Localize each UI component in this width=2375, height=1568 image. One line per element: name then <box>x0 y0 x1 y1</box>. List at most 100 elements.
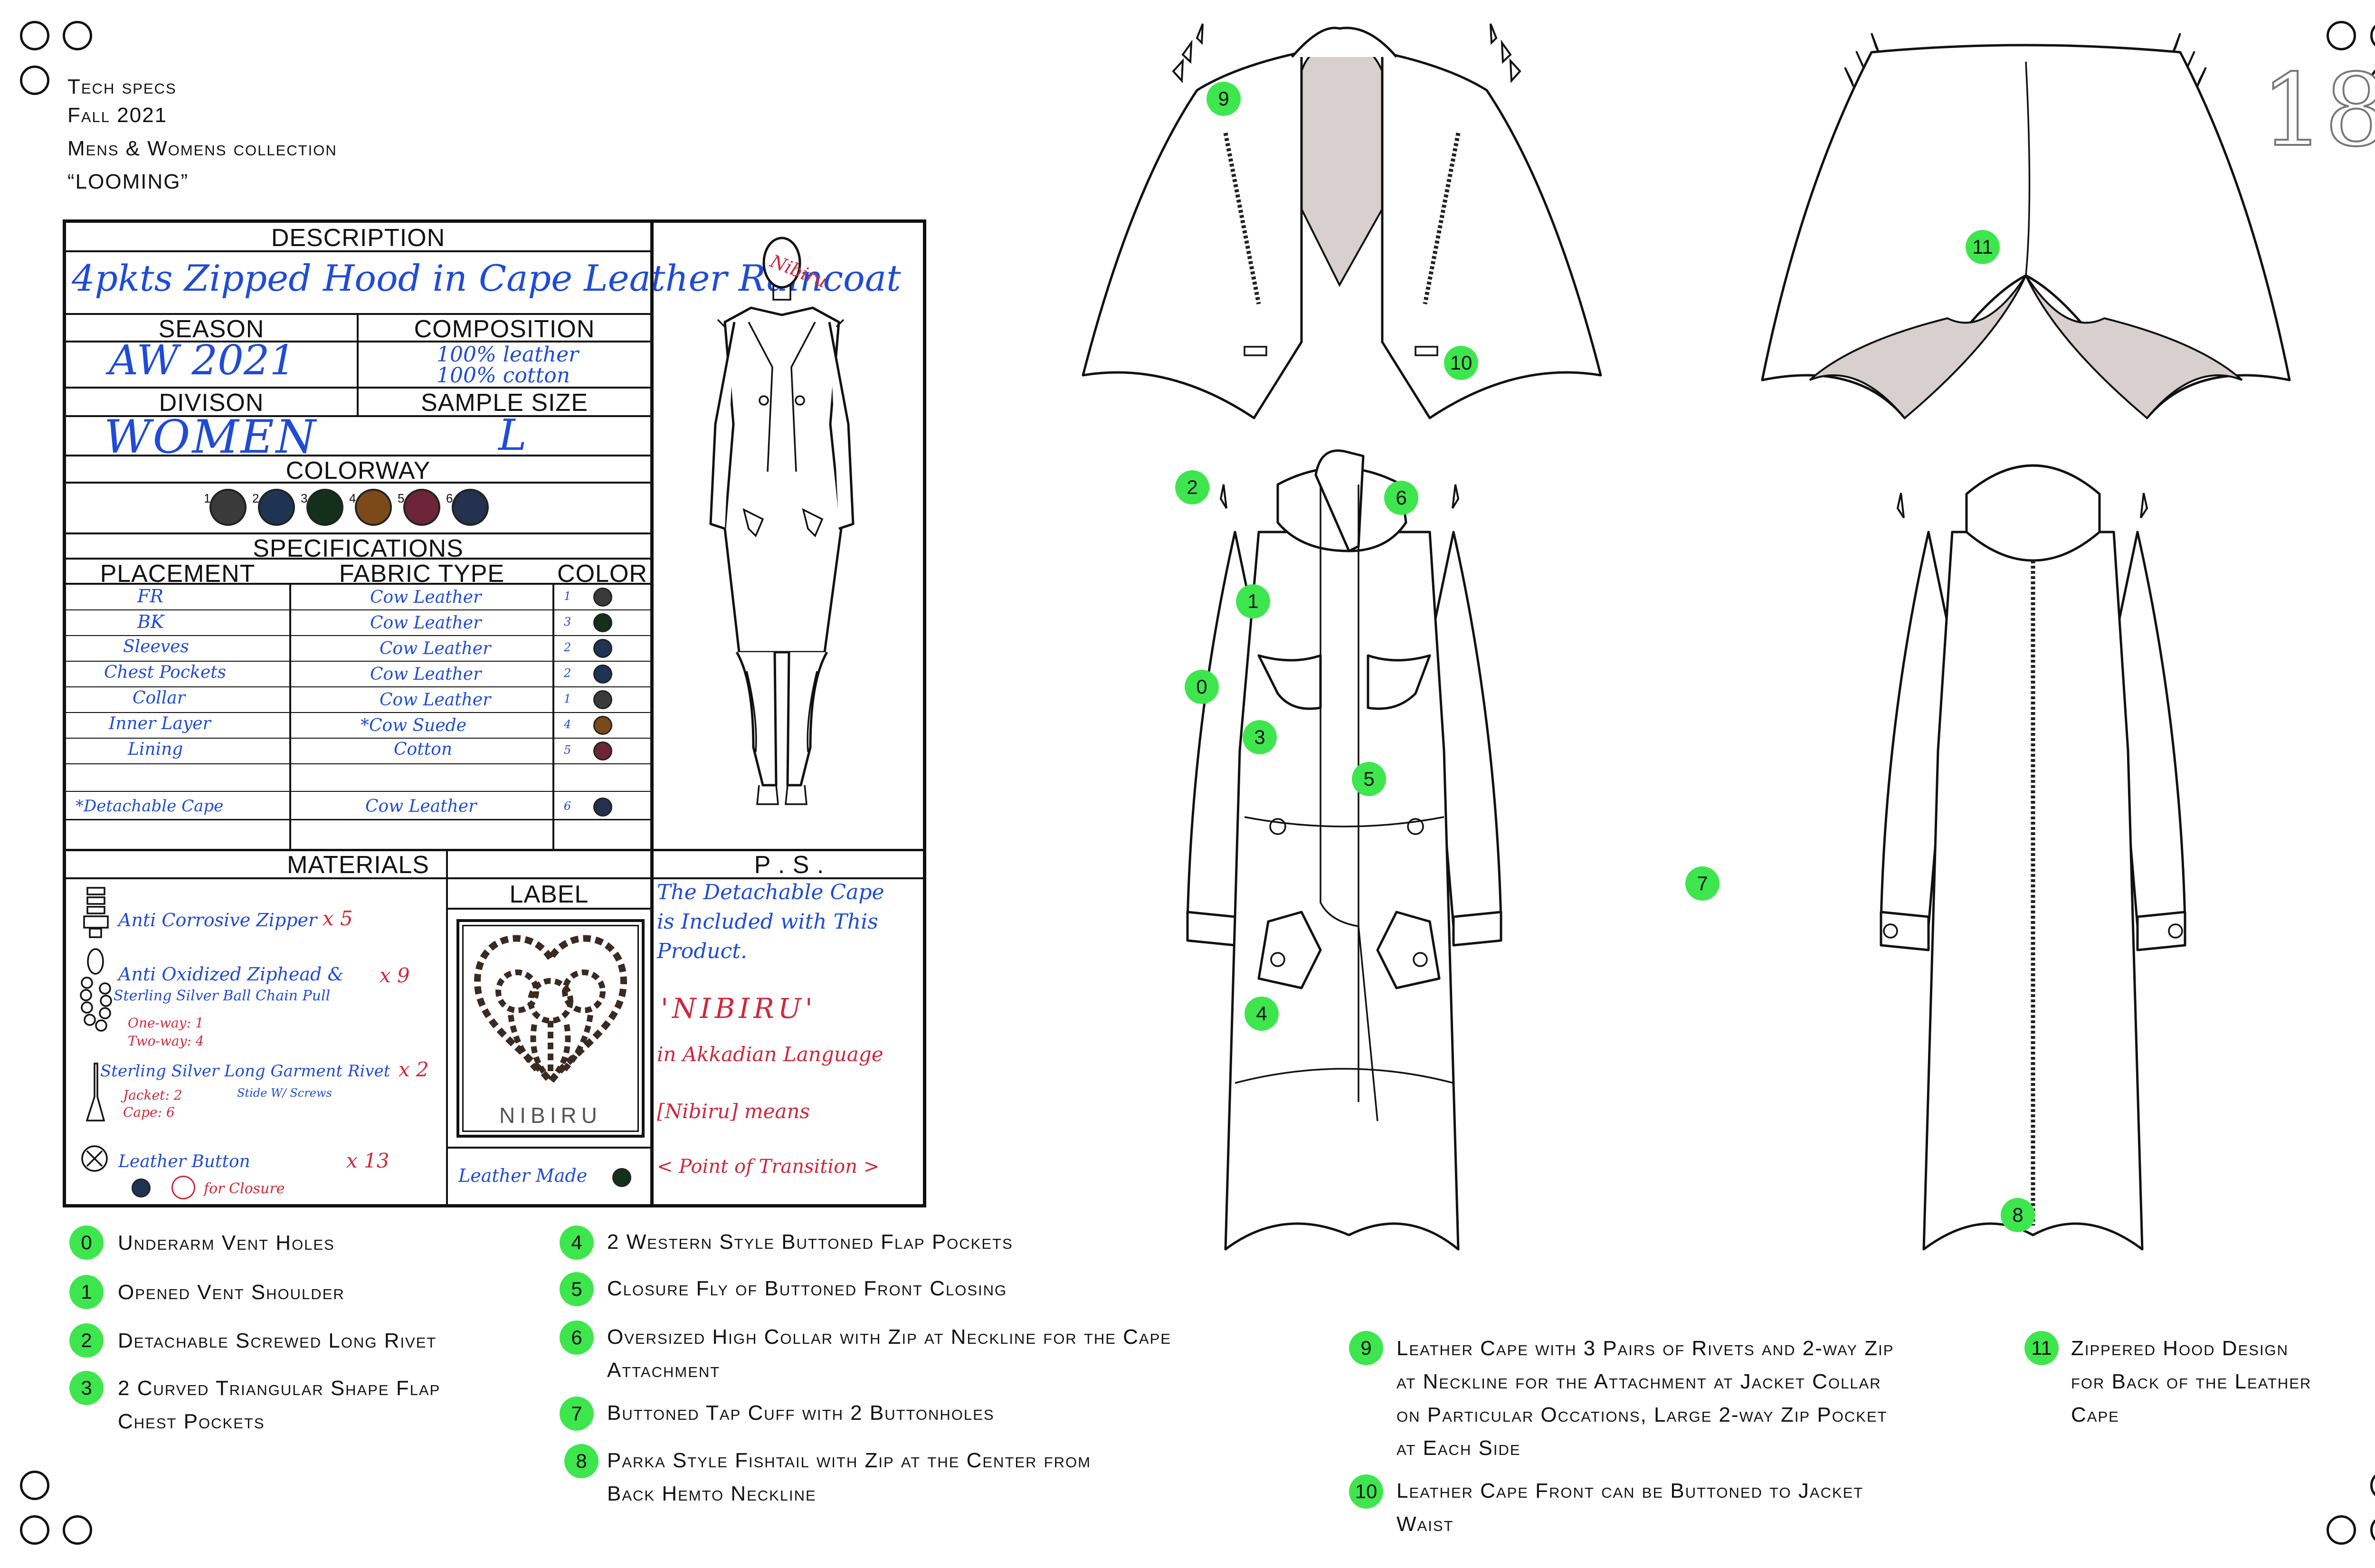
season-label: SEASON <box>158 315 265 343</box>
front-cape-sketch <box>1082 27 1602 419</box>
callout-6: 6 <box>1384 481 1418 515</box>
registration-mark <box>2370 1515 2375 1545</box>
ps-line-6: [Nibiru] means <box>657 1100 810 1123</box>
color-dot <box>593 690 612 709</box>
swatch-3 <box>306 489 343 526</box>
fabric-type-header: FABRIC TYPE <box>339 560 505 588</box>
legend-text: Leather Cape with 3 Pairs of Rivets and … <box>1396 1337 1894 1360</box>
composition-value-2: 100% cotton <box>437 363 570 388</box>
registration-mark <box>63 21 92 50</box>
zipper-icon <box>83 887 109 938</box>
fabric-cell: Cow Leather <box>365 797 477 816</box>
registration-mark <box>63 1515 92 1545</box>
back-cape-sketch <box>1761 44 2291 419</box>
legend-badge: 9 <box>1349 1331 1383 1365</box>
legend-text-cont: at Each Side <box>1396 1436 1521 1460</box>
legend-badge: 4 <box>560 1226 594 1260</box>
material-rivet-qty: x 2 <box>399 1058 429 1081</box>
description-label: DESCRIPTION <box>271 224 446 252</box>
division-label: DIVISON <box>159 389 264 417</box>
callout-3: 3 <box>1243 720 1277 754</box>
ziphead-note-1: One-way: 1 <box>128 1015 204 1031</box>
color-dot <box>593 741 612 760</box>
legend-text-cont: for Back of the Leather <box>2071 1370 2312 1393</box>
placement-cell: BK <box>137 611 164 632</box>
ps-line-3: Product. <box>657 939 747 963</box>
color-num: 6 <box>564 799 571 813</box>
button-color-dot <box>132 1178 151 1197</box>
legend-badge: 8 <box>564 1444 598 1478</box>
callout-8: 8 <box>2001 1198 2035 1232</box>
legend-text-cont: Chest Pockets <box>118 1410 265 1433</box>
brand-label: NIBIRU <box>456 919 645 1138</box>
material-ziphead-qty: x 9 <box>380 964 410 987</box>
placement-cell: Collar <box>133 688 185 708</box>
legend-text: Leather Cape Front can be Buttoned to Ja… <box>1396 1479 1864 1502</box>
legend-text-cont: Attachment <box>607 1359 721 1382</box>
legend-text: 2 Curved Triangular Shape Flap <box>118 1377 441 1400</box>
front-coat-sketch <box>1186 449 1502 1251</box>
swatch-number: 6 <box>446 491 453 505</box>
header-line-4: “LOOMING” <box>67 170 189 193</box>
legend-text-cont: Cape <box>2071 1403 2119 1426</box>
legend-badge: 3 <box>69 1371 104 1405</box>
legend-text: Parka Style Fishtail with Zip at the Cen… <box>607 1449 1091 1472</box>
material-button-note: for Closure <box>204 1180 285 1197</box>
placement-cell: Sleeves <box>123 637 189 656</box>
swatch-number: 3 <box>301 491 308 505</box>
color-num: 5 <box>564 743 571 757</box>
closure-circle-icon <box>171 1176 195 1199</box>
legend-badge: 10 <box>1349 1474 1383 1509</box>
color-dot <box>593 798 612 817</box>
legend-text: Opened Vent Shoulder <box>118 1281 345 1304</box>
swatch-number: 5 <box>398 491 405 505</box>
header-line-3: Mens & Womens collection <box>67 137 337 160</box>
registration-mark <box>20 1515 49 1545</box>
composition-value-1: 100% leather <box>437 342 579 367</box>
label-note-color-dot <box>612 1168 631 1187</box>
swatch-number: 1 <box>204 491 211 505</box>
specifications-label: SPECIFICATIONS <box>253 535 464 562</box>
swatch-1 <box>209 489 247 526</box>
callout-7: 7 <box>1685 866 1720 901</box>
legend-badge: 2 <box>69 1323 104 1358</box>
material-button: Leather Button <box>118 1152 250 1171</box>
ps-line-7: < Point of Transition > <box>657 1156 880 1178</box>
color-num: 4 <box>564 718 571 731</box>
hardware-icons <box>80 887 112 1172</box>
season-value: AW 2021 <box>109 337 296 384</box>
rivet-spike-icons <box>1172 23 2207 519</box>
legend-text: Zippered Hood Design <box>2071 1337 2289 1360</box>
swatch-number: 2 <box>252 491 259 505</box>
legend-text: Oversized High Collar with Zip at Neckli… <box>607 1325 1171 1349</box>
legend-text-cont: at Neckline for the Attachment at Jacket… <box>1396 1370 1881 1393</box>
legend-badge: 6 <box>560 1321 594 1355</box>
legend-text: Closure Fly of Buttoned Front Closing <box>607 1277 1007 1300</box>
fabric-cell: Cotton <box>394 740 453 759</box>
label-note: Leather Made <box>458 1165 588 1186</box>
swatch-2 <box>258 489 295 526</box>
registration-mark <box>2327 21 2356 50</box>
ps-line-2: is Included with This <box>657 910 878 934</box>
header-line-2: Fall 2021 <box>67 104 168 127</box>
legend-badge: 5 <box>560 1272 594 1306</box>
fabric-cell: Cow Leather <box>370 613 482 633</box>
composition-label: COMPOSITION <box>414 315 595 343</box>
color-num: 1 <box>564 692 571 705</box>
placement-header: PLACEMENT <box>100 560 256 588</box>
callout-0: 0 <box>1185 670 1219 704</box>
callout-1: 1 <box>1236 584 1270 618</box>
page-number: 18 <box>2260 51 2375 170</box>
color-num: 3 <box>564 615 571 628</box>
spec-sheet: DESCRIPTION 4pkts Zipped Hood in Cape Le… <box>63 219 926 1207</box>
leather-button-icon <box>81 1145 108 1172</box>
color-dot <box>593 613 612 632</box>
legend-text: Detachable Screwed Long Rivet <box>118 1329 437 1352</box>
fabric-cell: Cow Leather <box>370 665 482 684</box>
legend-text-cont: on Particular Occations, Large 2-way Zip… <box>1396 1403 1888 1426</box>
material-zipper: Anti Corrosive Zipper <box>118 910 317 931</box>
legend-text: Buttoned Tap Cuff with 2 Buttonholes <box>607 1401 995 1425</box>
legend-text: Underarm Vent Holes <box>118 1231 335 1254</box>
back-coat-sketch <box>1880 464 2186 1251</box>
colorway-label: COLORWAY <box>285 457 431 485</box>
